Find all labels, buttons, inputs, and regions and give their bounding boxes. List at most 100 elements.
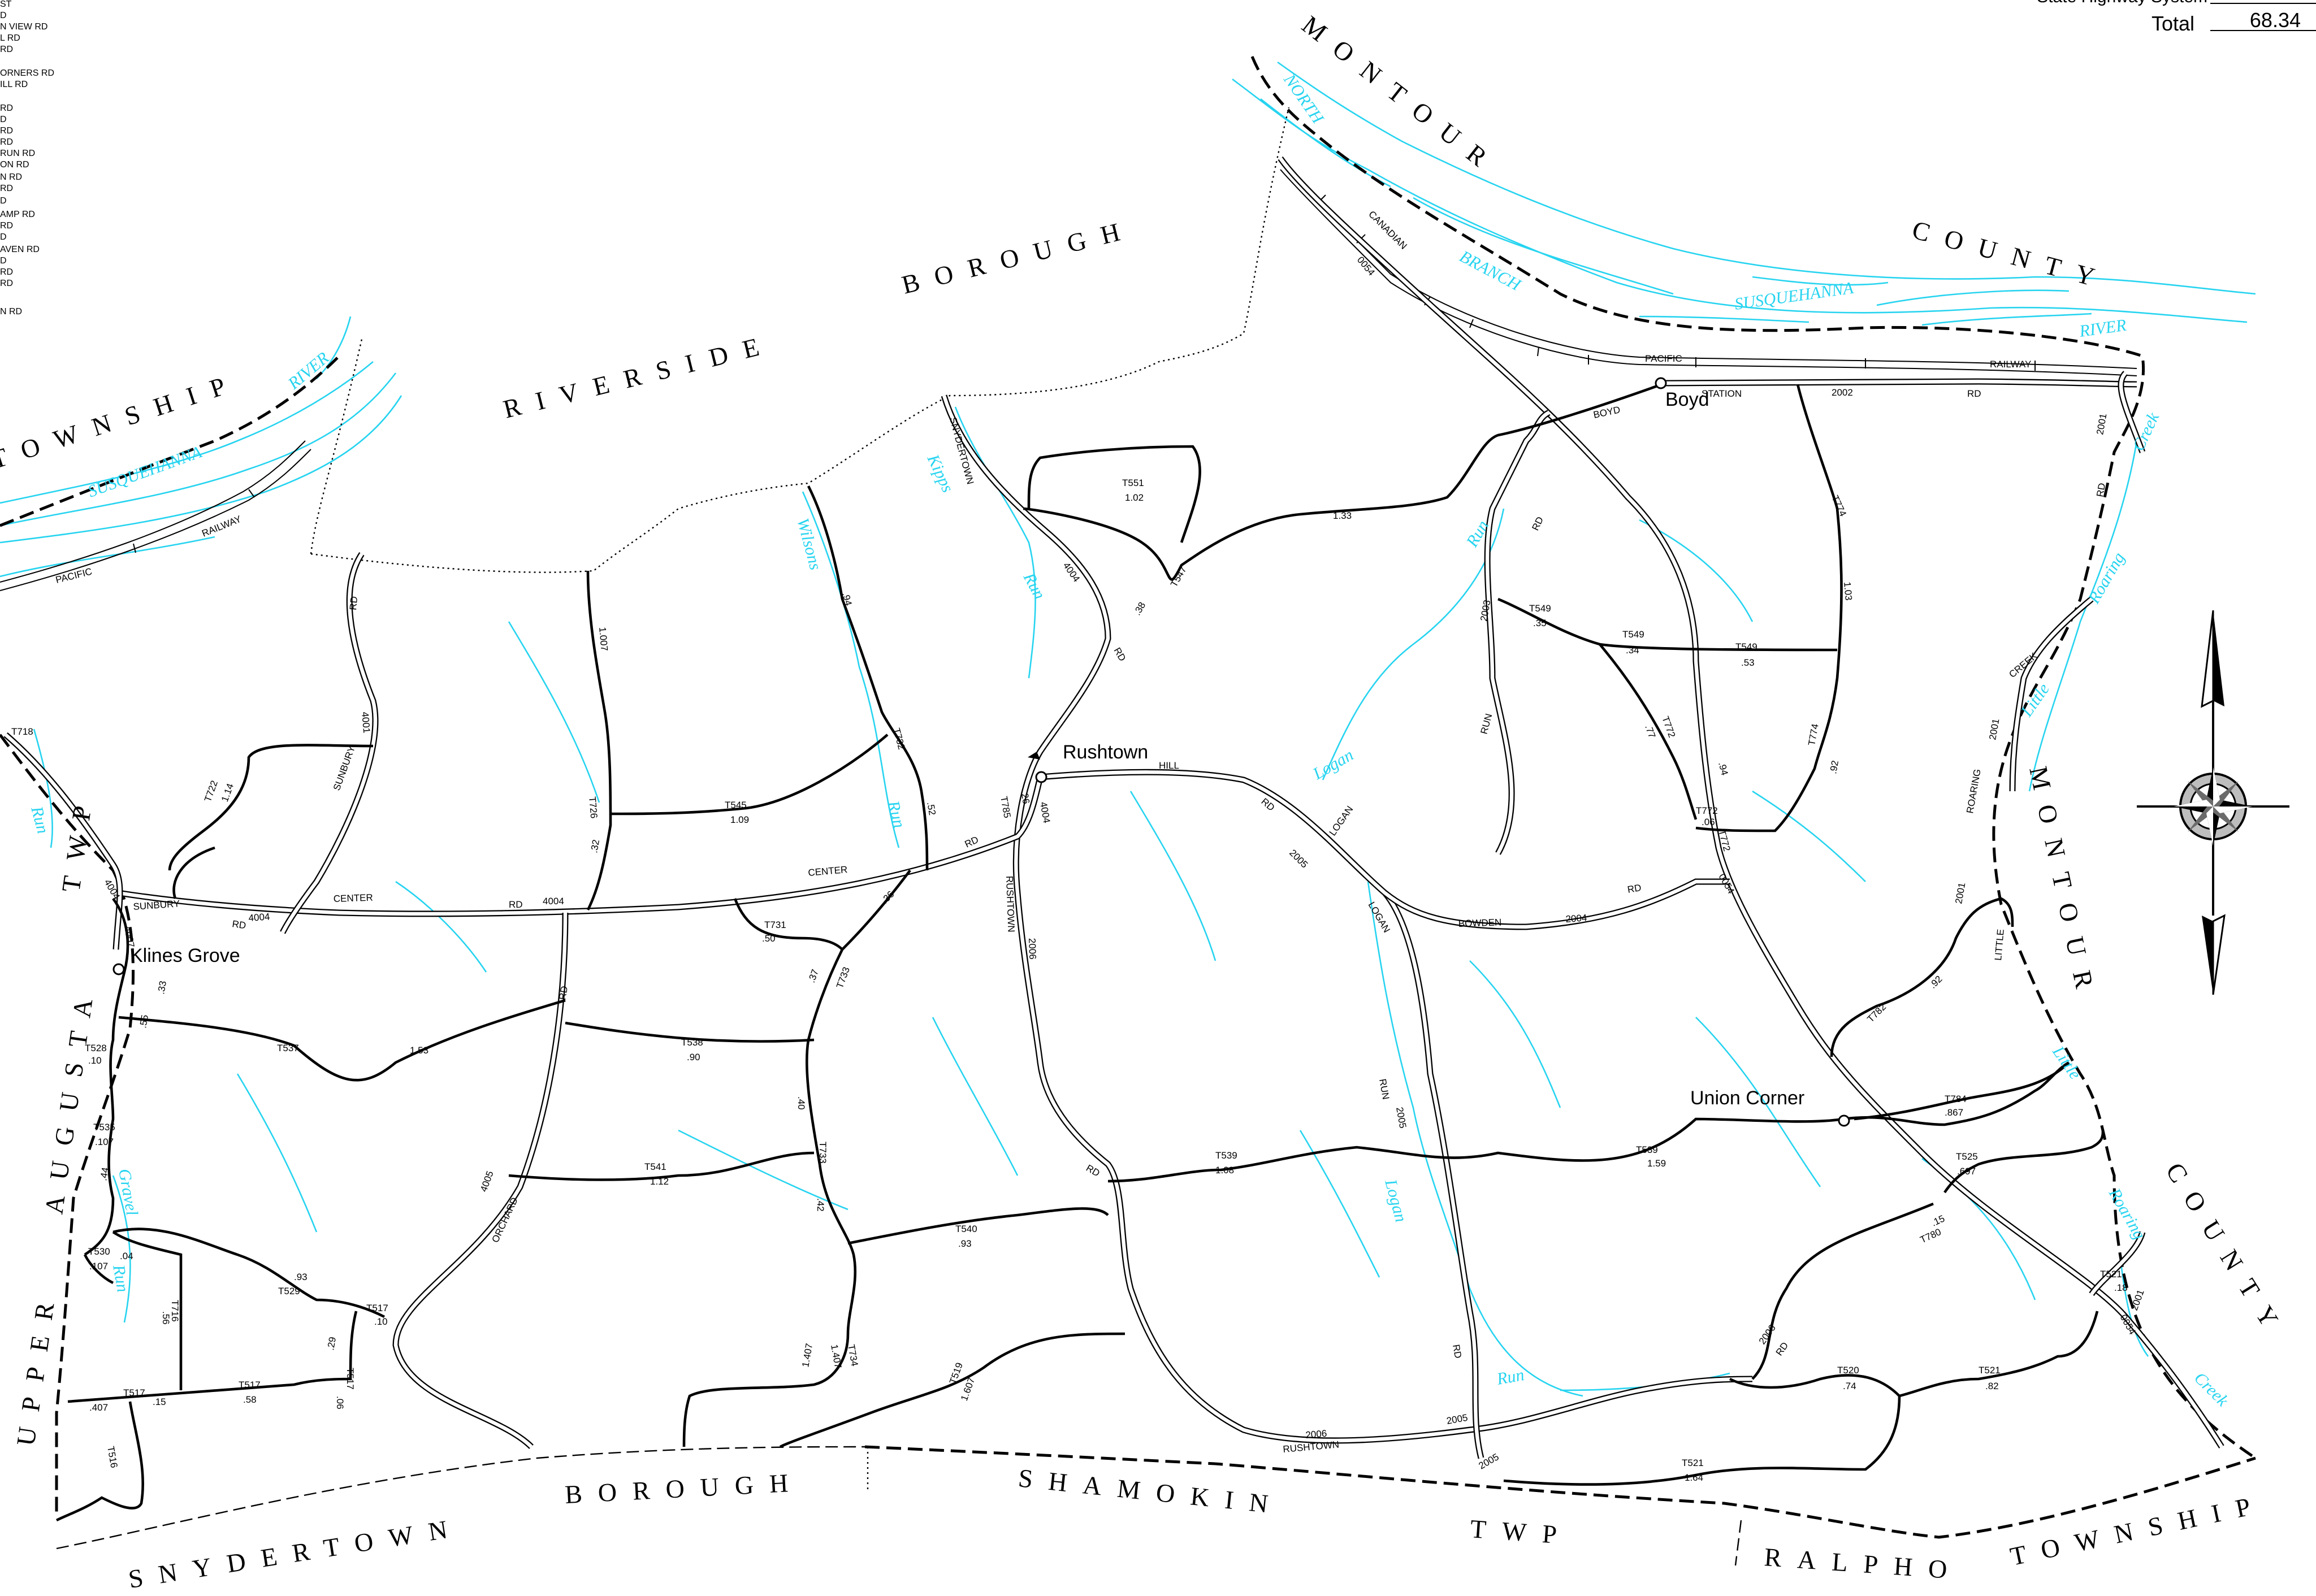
road-label: RD [1967, 388, 1981, 399]
road-label: STATION [1702, 388, 1742, 399]
length-label: .44 [98, 1166, 111, 1182]
legend-fragment: AVEN RD [0, 245, 40, 254]
segment-length: .50 [762, 933, 776, 944]
segment-id: T785 [998, 795, 1012, 818]
legend-fragment: ST [0, 0, 12, 9]
segment-length: .107 [89, 1261, 108, 1272]
road-label: 2001 [1953, 882, 1967, 905]
road-label: BOWDEN [1458, 917, 1501, 929]
riverside-label: RIVERSIDE [500, 328, 777, 424]
segment-length: .90 [687, 1052, 700, 1062]
logan-label: Logan [1309, 745, 1357, 783]
segment-length: .10 [374, 1316, 388, 1327]
misc-length-labels: 1.33 .52 .36 .32 .33 .55 .44 .04 .29 .15… [98, 510, 1352, 1407]
montour-top-label: MONTOUR [1297, 10, 1505, 182]
road-label: 4004 [1038, 801, 1052, 824]
segment-id: T718 [11, 726, 33, 737]
road-label: 4007 [122, 925, 136, 948]
legend-fragment: D [0, 196, 7, 206]
legend-fragment: ORNERS RD [0, 68, 54, 78]
segment-length: .82 [1985, 1381, 1999, 1391]
segment-length: 1.64 [1685, 1472, 1703, 1483]
water-labels: NORTH BRANCH SUSQUEHANNA RIVER SUSQUEHAN… [27, 70, 2232, 1410]
segment-id: T549 [1529, 603, 1551, 614]
twp-bottom-label: TWP [1469, 1514, 1573, 1550]
logan2-run-label: Run [1495, 1365, 1526, 1389]
klines-grove-marker [112, 963, 125, 975]
state-roads [3, 156, 2224, 1459]
length-label: .42 [815, 1198, 826, 1212]
segment-id: T535 [93, 1122, 115, 1133]
boyd-marker [1655, 377, 1667, 389]
road-label: RD [963, 834, 980, 850]
road-label: RD [1626, 882, 1642, 895]
partial-header: State Highway System [2037, 0, 2207, 6]
road-label: RUN [1377, 1078, 1391, 1100]
length-label: 1.407 [800, 1342, 815, 1368]
mileage-total: State Highway System Total 68.34 [2037, 0, 2316, 35]
boundaries [0, 56, 2257, 1566]
shamokin-label: SHAMOKIN [1017, 1463, 1285, 1520]
segment-id: T784 [1945, 1094, 1967, 1104]
road-label: 4004 [248, 911, 270, 923]
segment-length: .15 [1930, 1213, 1946, 1228]
segment-id: T731 [764, 920, 786, 930]
segment-length: .93 [294, 1272, 308, 1282]
road-label: 2002 [1832, 387, 1853, 398]
segment-length: .40 [796, 1096, 807, 1110]
twp-left-label: TWP [56, 788, 99, 894]
township-left-label: TOWNSHIP [0, 367, 244, 475]
left-run-label: Run [27, 804, 53, 835]
road-label: RUN [1479, 713, 1495, 736]
segment-id: T529 [278, 1286, 300, 1296]
little2-label: Little [2049, 1042, 2085, 1083]
legend-fragment: AMP RD [0, 210, 35, 219]
legend-fragment: RUN RD [0, 149, 35, 158]
segment-id: T525 [1956, 1151, 1978, 1162]
segment-length: 1.03 [1842, 582, 1854, 601]
wilsons-run-label: Run [884, 798, 909, 830]
road-label: LITTLE [1993, 929, 2006, 961]
roaring2-label: Roaring [2105, 1185, 2149, 1243]
rushtown-label: Rushtown [1063, 741, 1148, 763]
segment-length: 1.59 [1647, 1158, 1666, 1169]
county-right-label: COUNTY [2161, 1157, 2293, 1345]
augusta-label: AUGUSTA [39, 981, 100, 1216]
rushtown-marker [1035, 771, 1047, 783]
snydertown-label: SNYDERTOWN [127, 1512, 465, 1594]
road-label: ROARING [1964, 768, 1982, 814]
total-value: 68.34 [2250, 8, 2301, 32]
segment-length: .26 [1019, 790, 1032, 805]
segment-id: T517 [239, 1380, 261, 1390]
length-label: 1.33 [1333, 510, 1352, 521]
segment-id: T545 [725, 800, 747, 810]
length-label: .55 [137, 1014, 150, 1029]
road-label: 4005 [478, 1169, 496, 1193]
segment-id: T547 [1168, 565, 1189, 589]
gravel-label: Gravel [115, 1167, 141, 1217]
segment-id: T521 [2100, 1269, 2122, 1280]
legend-fragment: RD [0, 103, 13, 113]
segment-id: T540 [955, 1224, 977, 1234]
street-legend: ST D N VIEW RD L RD RD ORNERS RD ILL RD … [0, 0, 54, 316]
segment-labels: T551 1.02 T547 .38 T549 .35 T549 .34 T54… [11, 478, 2128, 1483]
road-label: RD [1084, 1163, 1102, 1179]
road-label: RD [1530, 515, 1546, 532]
segment-length: .93 [958, 1238, 972, 1249]
road-label: 2001 [2129, 1288, 2146, 1312]
segment-id: T517 [366, 1303, 388, 1313]
length-label: .52 [925, 801, 938, 816]
segment-id: T521 [1682, 1458, 1704, 1468]
segment-length: .06 [335, 1396, 345, 1409]
legend-fragment: RD [0, 126, 13, 136]
borough-bottom-label: BOROUGH [564, 1468, 805, 1509]
segment-length: .58 [243, 1394, 257, 1405]
road-label: RAILWAY [1990, 359, 2031, 370]
segment-length: 1.12 [650, 1176, 669, 1187]
road-label: RAILWAY [200, 514, 243, 539]
legend-fragment: D [0, 115, 7, 124]
legend-fragment: D [0, 232, 7, 242]
segment-length: .107 [95, 1137, 114, 1147]
road-label: 2001 [1987, 718, 2001, 741]
legend-fragment: RD [0, 221, 13, 231]
